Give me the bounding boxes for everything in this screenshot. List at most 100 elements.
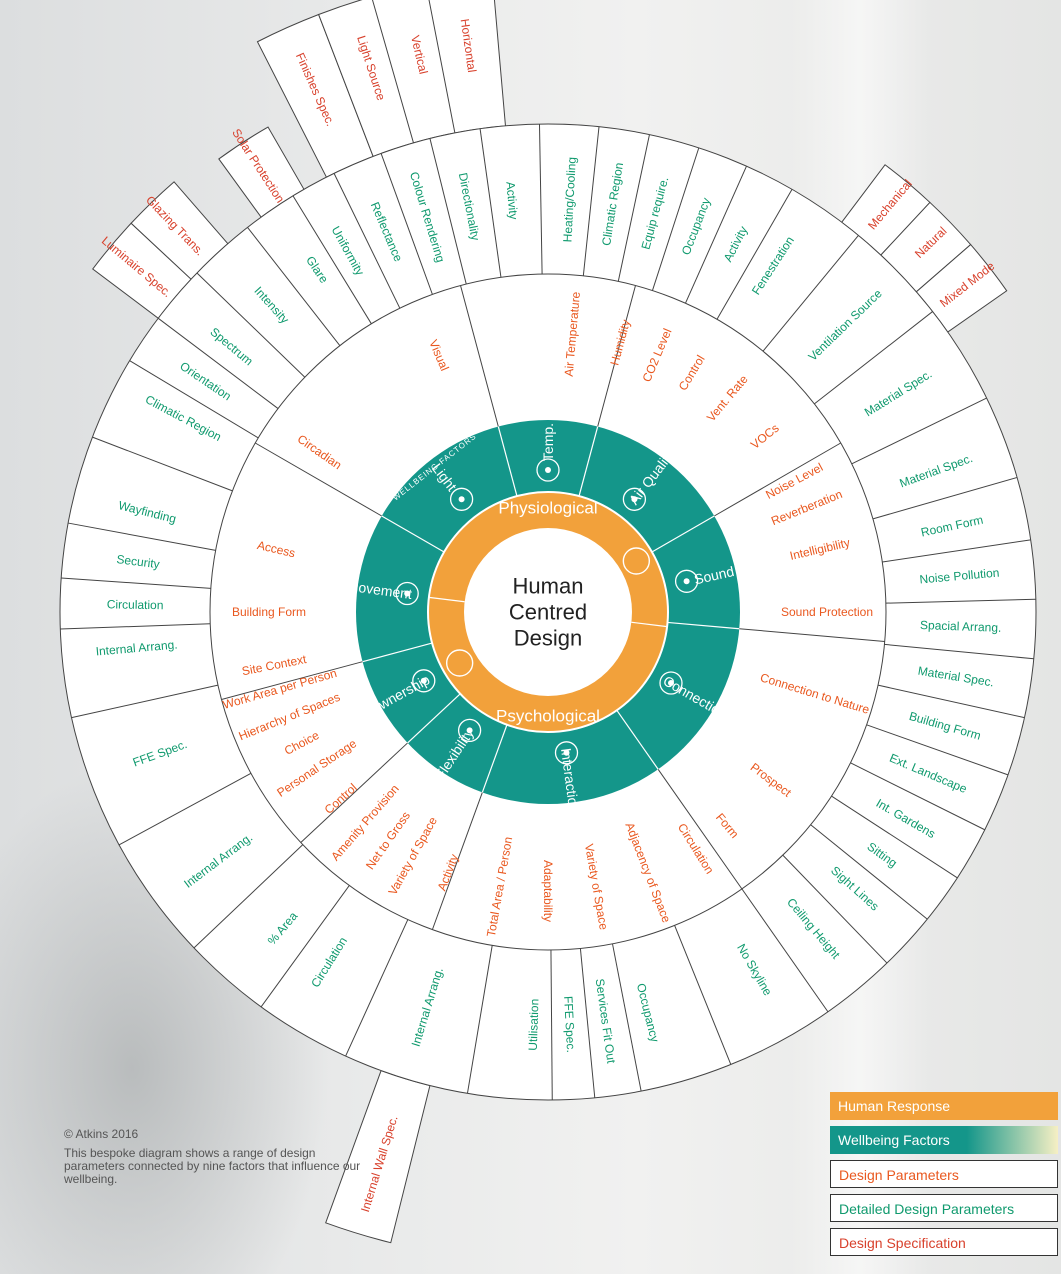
detailed-parameter-label: Activity [503,181,520,220]
detailed-divider [762,235,859,352]
detailed-divider [538,124,543,275]
detailed-divider [550,949,553,1100]
center-disc-fill [464,528,632,696]
network-nodes-icon-dot [668,680,674,686]
wellbeing-divider [381,515,445,553]
factor-divider [431,792,483,930]
design-parameter-label: Adaptability [541,860,555,922]
human-response-divider [428,596,465,603]
factor-divider [714,442,841,517]
detailed-divider [579,948,596,1098]
sound-waves-icon [674,569,699,593]
detailed-parameter-label: FFE Spec. [561,996,578,1053]
detailed-divider [71,684,219,719]
legend-item: Human Response [830,1092,1058,1120]
detailed-divider [479,128,502,278]
detailed-divider [118,772,252,846]
orbit-arrows-icon [395,581,419,606]
detailed-divider [333,173,401,309]
copyright-text: © Atkins 2016 [64,1127,139,1141]
detailed-divider [674,925,732,1065]
detailed-divider [885,598,1036,604]
detailed-divider [129,360,259,439]
factor-divider [460,285,499,427]
detailed-parameter-label: Noise Pollution [919,566,1000,587]
airflow-icon [622,487,647,511]
detailed-divider [872,477,1018,520]
detailed-parameter-label: Spacial Arrang. [920,618,1002,635]
legend-item: Detailed Design Parameters [830,1194,1058,1222]
detailed-divider [260,885,350,1008]
sound-waves-icon-ring [674,569,699,593]
center-title-line: Centred [509,600,587,625]
detailed-divider [60,623,211,630]
psychological-label: Psychological [496,707,600,726]
detailed-divider [617,134,650,282]
wellbeing-divider [578,426,599,497]
network-nodes-icon-ring [659,671,683,695]
detailed-divider [345,919,409,1057]
wellbeing-divider [407,693,461,744]
factor-divider [221,661,363,700]
key-icon-ring [412,669,436,693]
spiral-icon-ring [457,718,482,743]
overlapping-circles-icon-dot [563,749,570,756]
detailed-divider [68,522,216,551]
detailed-divider [831,795,958,879]
factor-divider [657,768,743,890]
detailed-divider [716,189,793,320]
detailed-divider [685,165,747,304]
wellbeing-divider [651,515,715,553]
design-parameter-label: Building Form [232,605,306,619]
thermometer-icon-dot [545,467,551,473]
detailed-divider [814,311,933,405]
wellbeing-factor-label: Temp. [540,423,556,461]
network-nodes-icon [659,671,683,695]
factor-divider [300,742,408,843]
center-title-line: Design [514,626,582,651]
detailed-divider [466,945,493,1094]
detailed-divider [810,824,928,920]
factor-divider [255,442,382,517]
thermometer-icon-ring [536,458,560,482]
wellbeing-divider [616,709,659,770]
human-response-divider [631,621,668,628]
detailed-divider [851,397,987,465]
detailed-divider [877,684,1025,719]
detailed-divider [850,762,985,831]
design-parameter-label: Sound Protection [781,605,873,619]
legend-item: Wellbeing Factors [830,1126,1058,1154]
detailed-divider [866,724,1009,776]
detailed-divider [247,227,341,346]
vitruvian-man-icon [622,547,651,575]
physiological-label: Physiological [498,499,597,518]
head-with-gears-icon [445,649,474,677]
detailed-divider [429,138,467,285]
spiral-icon-dot [466,727,473,734]
spiral-icon [457,718,482,743]
detailed-divider [292,195,372,325]
detailed-parameter-label: Security [116,552,161,571]
airflow-icon-ring [622,487,647,511]
detailed-divider [741,888,829,1013]
sun-icon-ring [449,487,474,511]
detailed-divider [612,943,642,1092]
detailed-divider [61,577,211,589]
detailed-divider [157,317,279,409]
legend-item: Design Parameters [830,1160,1058,1188]
wellbeing-divider [497,426,518,497]
detailed-divider [882,539,1031,563]
center-title-line: Human [513,574,584,599]
detailed-parameter-label: Circulation [107,597,164,612]
factor-divider [597,285,636,427]
overlapping-circles-icon [554,741,579,765]
sound-waves-icon-dot [683,578,690,585]
detailed-divider [782,854,888,964]
legend-item: Design Specification [830,1228,1058,1256]
wellbeing-divider [667,621,740,630]
orbit-arrows-icon-ring [395,581,419,606]
overlapping-circles-icon-ring [554,741,579,765]
sun-icon-dot [458,496,465,503]
